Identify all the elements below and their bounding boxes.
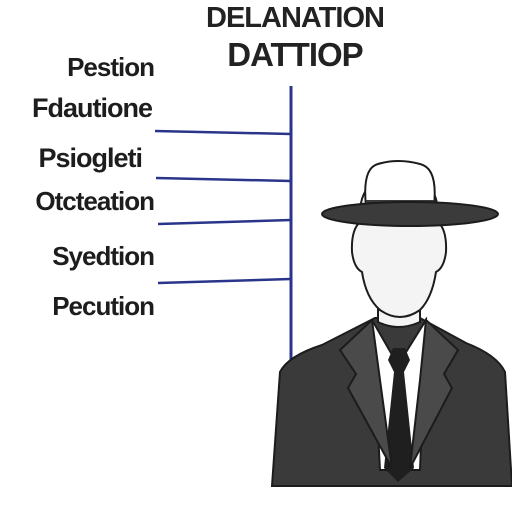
diagram-title-line-2: DATTIOP <box>227 36 363 73</box>
label-6: Pecution <box>52 291 155 321</box>
hat-crown <box>364 160 436 207</box>
horizontal-connector-2 <box>155 176 292 183</box>
right-lapel <box>409 317 460 469</box>
man-in-hat-illustration <box>270 160 512 487</box>
label-2: Fdautione <box>32 93 153 123</box>
hat-brim <box>321 201 499 227</box>
label-5: Syedtion <box>52 241 155 271</box>
left-lapel <box>338 317 393 469</box>
diagram-title-line-1: DELANATION <box>206 2 385 34</box>
label-4: Otcteation <box>35 186 155 216</box>
necktie <box>384 348 414 482</box>
horizontal-connector-1 <box>154 129 292 136</box>
label-3: Psiogleti <box>38 143 143 173</box>
horizontal-connector-4 <box>157 277 292 285</box>
label-1: Pestion <box>67 52 155 82</box>
horizontal-connector-3 <box>157 218 292 226</box>
